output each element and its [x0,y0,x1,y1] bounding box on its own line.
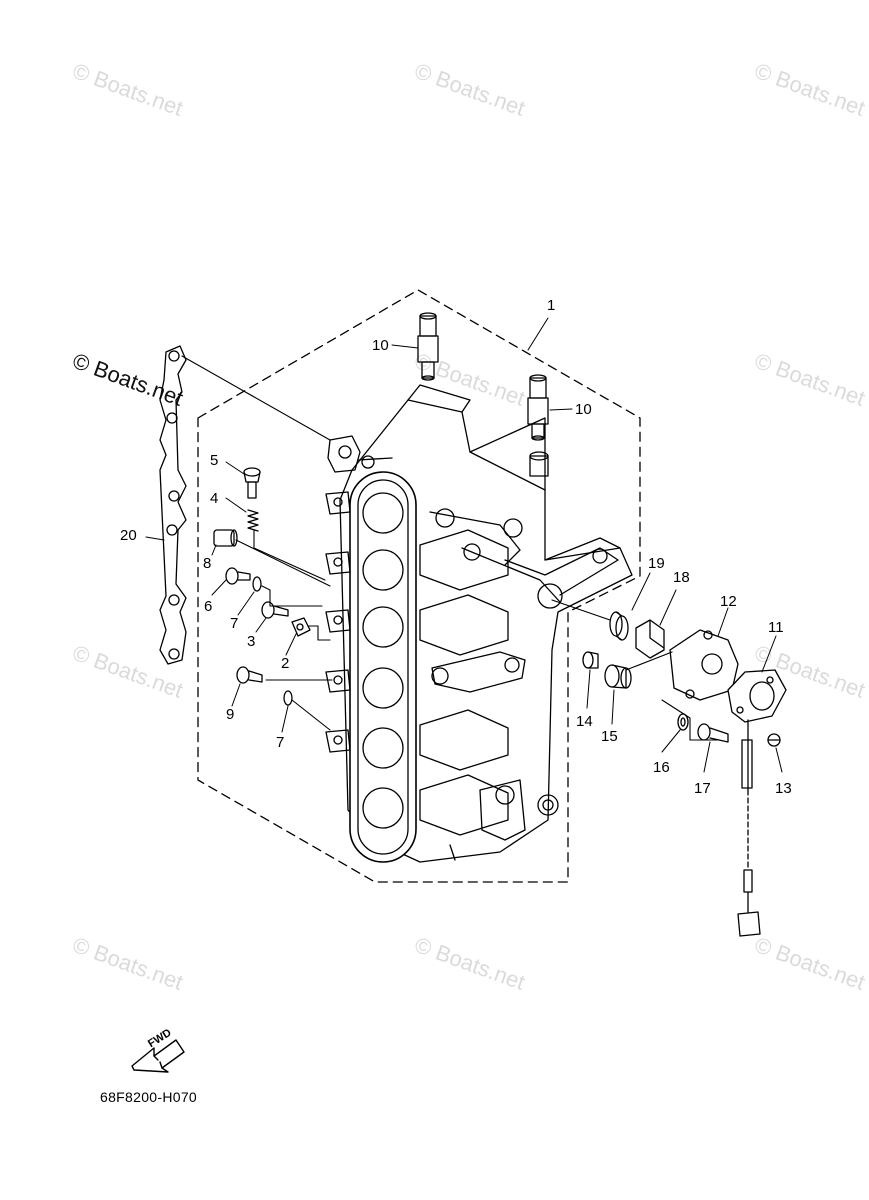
cap-8 [213,529,238,547]
callout-3: 3 [247,633,256,650]
callout-2: 2 [281,655,290,672]
callout-14: 14 [576,713,593,730]
washer-16 [677,713,689,731]
bushing-15 [604,664,632,689]
callout-10: 10 [575,401,592,418]
screw-13 [767,733,781,747]
callout-10: 10 [372,337,389,354]
washer-7a [252,576,262,592]
callout-13: 13 [775,780,792,797]
callout-20: 20 [120,527,137,544]
screw-3 [261,601,289,619]
callout-15: 15 [601,728,618,745]
callout-16: 16 [653,759,670,776]
spring-4 [247,509,259,532]
callout-1: 1 [547,297,556,314]
leader-lines [145,317,783,773]
callout-12: 12 [720,593,737,610]
sensor-11 [727,669,787,937]
screw-17 [697,723,729,743]
callout-17: 17 [694,780,711,797]
callout-18: 18 [673,569,690,586]
sensor-housing-12 [669,629,739,701]
callout-7: 7 [230,615,239,632]
callout-19: 19 [648,555,665,572]
hose-fitting-10-top [417,312,439,381]
callout-7: 7 [276,734,285,751]
callout-8: 8 [203,555,212,572]
throttle-body [325,384,633,863]
spring-19 [609,611,629,641]
cap-14 [582,651,599,669]
screw-9 [236,666,263,684]
washer-7b [283,690,293,706]
callout-5: 5 [210,452,219,469]
callout-9: 9 [226,706,235,723]
diagram-part-code: 68F8200-H070 [100,1089,197,1105]
clip-2 [291,617,311,637]
callout-11: 11 [768,619,784,636]
hose-fitting-10-right [527,374,549,441]
callout-4: 4 [210,490,219,507]
fwd-arrow-icon [131,1039,185,1073]
mounting-bracket-20 [159,345,187,665]
callout-6: 6 [204,598,213,615]
screw-5 [243,467,261,499]
nut-18 [635,619,665,659]
screw-6 [225,567,251,585]
